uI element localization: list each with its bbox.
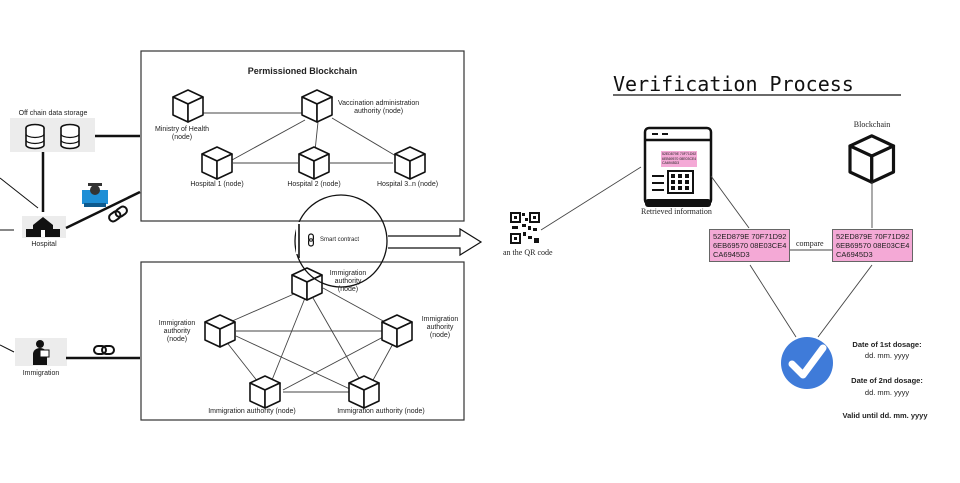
edge-left-to-immigration [0,344,15,353]
terminal-icon [643,126,713,207]
arrow-to-verification [388,227,483,257]
qr-code-icon [510,212,540,244]
edge-vaccination-hospital2 [314,121,319,152]
edge-screen-to-hash [710,175,750,229]
immigration-network [140,261,465,421]
dose2-value: dd. mm. yyyy [864,388,910,397]
hash-line: CA6945D3 [713,250,750,259]
hash-line: 52ED879E 70F71D92 [713,232,787,241]
verified-check-icon [781,337,833,389]
node-vaccination-cube [301,89,333,123]
hospital-label: Hospital [31,241,57,248]
edge-righthash-to-check [817,264,873,338]
dose2-title: Date of 2nd dosage: [851,376,923,385]
hash-line: 6EB69570 08E03CE4 [836,241,910,250]
node-hospital2-cube [298,146,330,180]
database-icon [10,118,95,152]
verification-graphics [510,94,901,389]
compare-label: compare [796,239,824,248]
node-hospital1-cube [201,146,233,180]
node-hospital1-label: Hospital 1 (node) [190,181,244,188]
offchain-storage-label: Off chain data storage [18,110,88,117]
edge-top-bottomleft [271,297,306,381]
node-hospital3-label: Hospital 3..n (node) [376,181,439,188]
hospital-icon [22,216,66,238]
left-panel [0,118,141,366]
retrieved-information-label: Retrieved information [641,207,712,216]
node-hospital2-label: Hospital 2 (node) [287,181,341,188]
immigration-officer-icon [15,338,67,366]
edge-left-to-hospital [0,177,39,209]
retrieved-hash-box: 52ED879E 70F71D92 6EB69570 08E03CE4 CA69… [709,229,791,262]
edge-left-bottomleft [224,339,259,383]
blockchain-box [140,50,465,222]
edge-qr-to-screen [540,166,642,231]
edge-vaccination-hospital1 [231,119,306,161]
node-bottomright-cube [348,375,380,409]
node-vaccination-label: Vaccination administration authority (no… [338,100,420,115]
node-hospital3-cube [394,146,426,180]
edge-right-bottomright [371,339,396,383]
edge-left-bottomright [235,335,353,391]
edge-top-bottomright [312,297,361,381]
blockchain-cube-icon [848,134,896,184]
node-left-cube [204,314,236,348]
smart-contract-lens [294,194,388,288]
worker-icon [82,183,108,207]
smart-contract [294,194,483,288]
smart-contract-label: Smart contract [320,237,360,243]
permissioned-blockchain-title: Permissioned Blockchain [247,66,358,76]
immigration-node-bottomright-label: Immigration authority (node) [337,408,425,415]
edge-hospital-to-blockchain [65,190,141,230]
node-ministry-cube [172,89,204,123]
valid-until: Valid until dd. mm. yyyy [842,411,928,420]
edge-lefthash-to-check [749,264,797,338]
permissioned-blockchain [140,50,465,222]
immigration-node-bottomleft-label: Immigration authority (node) [208,408,296,415]
verification-title: Verification Process [613,72,866,96]
immigration-node-left-label: Immigration authority (node) [158,320,196,343]
dose1-title: Date of 1st dosage: [852,340,922,349]
screen-hash-display: 52ED879E 70F71D92 6EB69570 08E03CE4 CA69… [661,151,698,167]
screen-hash-line: CA6945D3 [662,161,680,165]
node-right-cube [381,314,413,348]
edge-top-left [229,289,304,323]
screen-hash-line: 6EB69570 08E03CE4 [662,156,697,161]
edge-vaccination-hospital3 [331,117,397,157]
immigration-node-top-label: Immigration authority (node) [329,270,367,293]
link-icon-2 [93,345,115,355]
dose1-value: dd. mm. yyyy [864,351,910,360]
screen-hash-line: 52ED879E 70F71D92 [662,152,697,156]
link-icon [106,203,130,225]
hash-line: CA6945D3 [836,250,873,259]
node-ministry-label: Ministry of Health (node) [154,126,210,141]
node-bottomleft-cube [249,375,281,409]
blockchain-label: Blockchain [853,120,891,129]
hash-line: 6EB69570 08E03CE4 [713,241,787,250]
qr-code-label: an the QR code [503,248,553,257]
edge-top-right [322,287,386,323]
hash-line: 52ED879E 70F71D92 [836,232,910,241]
blockchain-hash-box: 52ED879E 70F71D92 6EB69570 08E03CE4 CA69… [832,229,914,262]
immigration-node-right-label: Immigration authority (node) [421,316,459,339]
edge-right-bottomleft [282,335,386,391]
immigration-label: Immigration [22,370,60,377]
